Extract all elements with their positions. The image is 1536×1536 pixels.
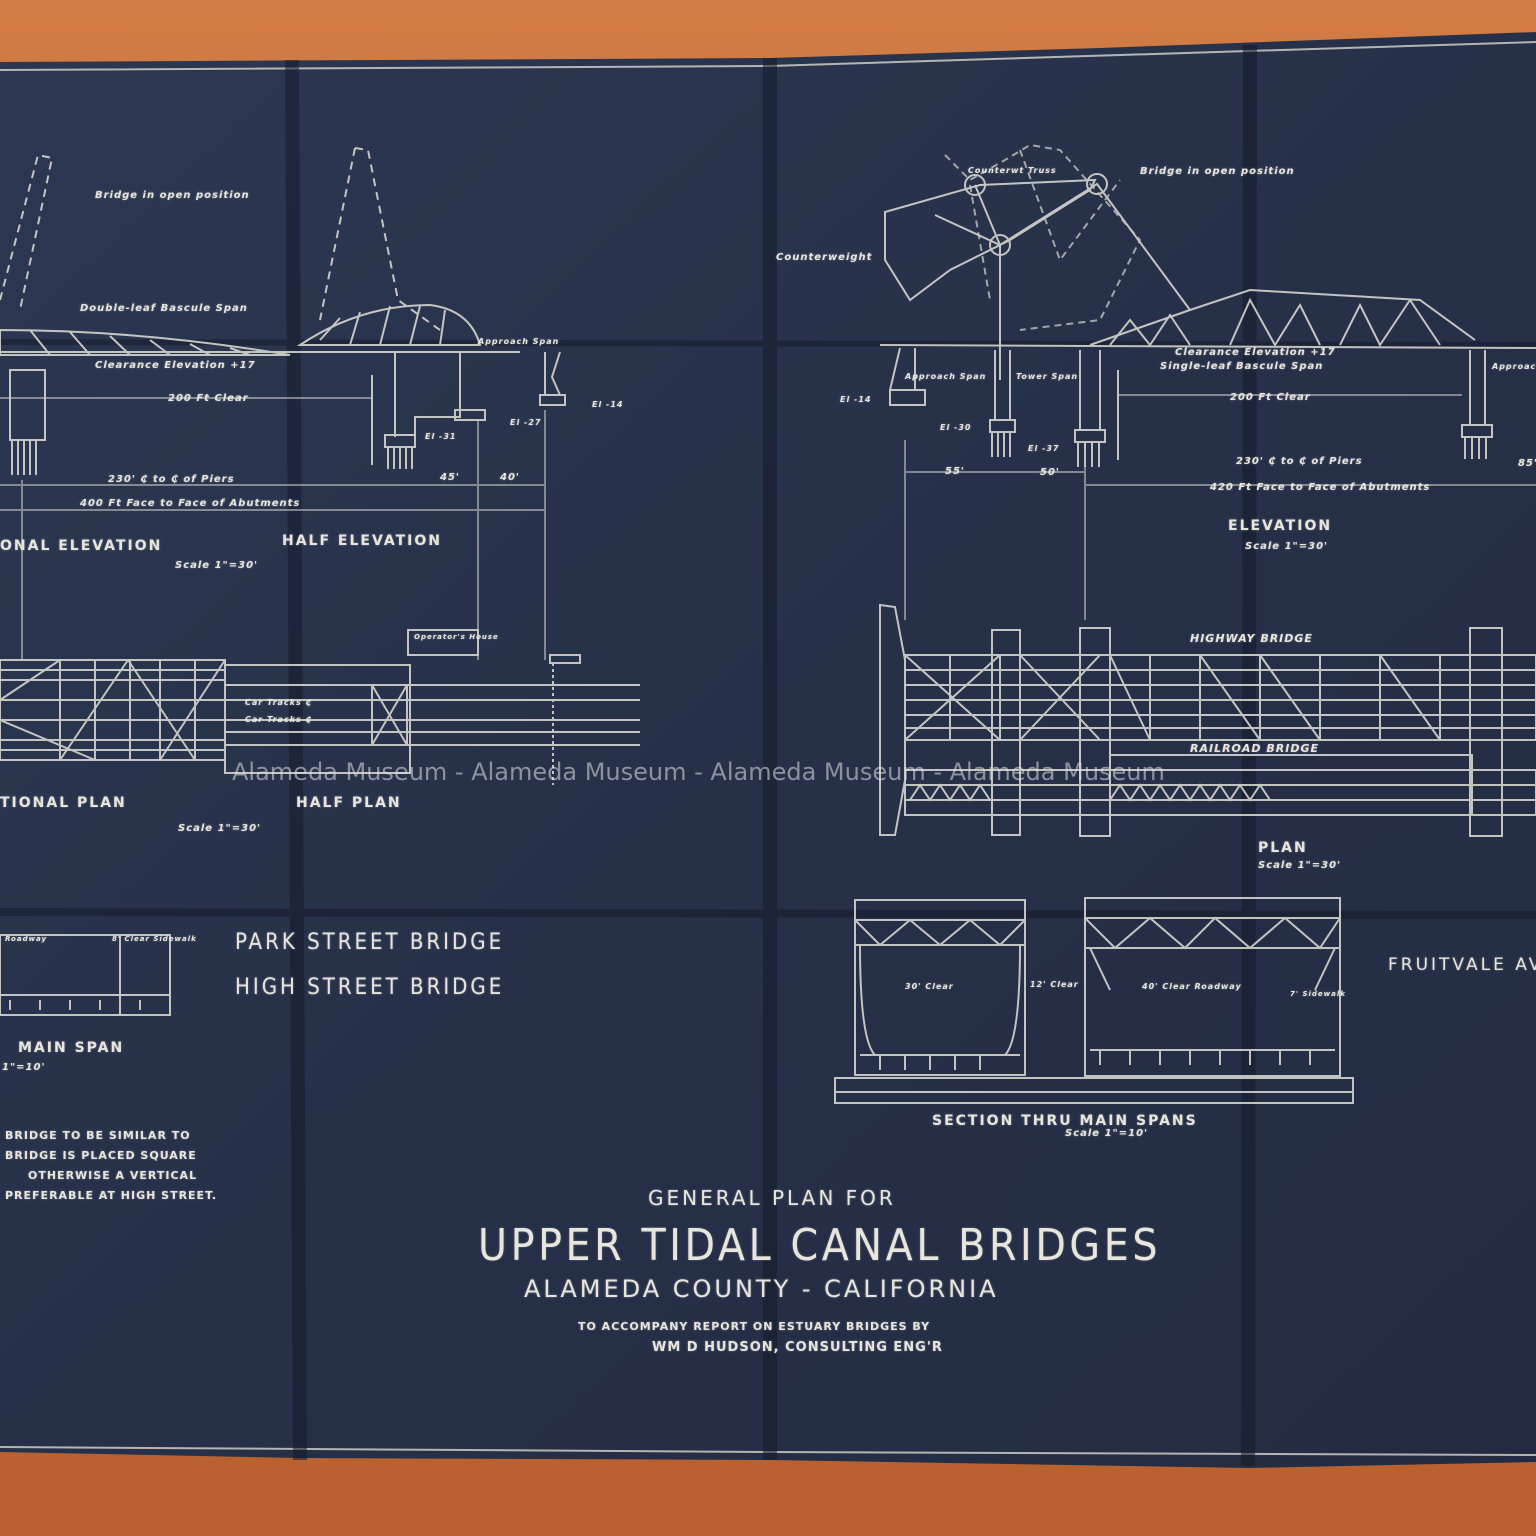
left-clearance-label: Clearance Elevation +17 [95, 360, 256, 371]
left-el-14: El -14 [592, 400, 624, 409]
right-dimension-lines [904, 394, 1536, 620]
right-counterweight-truss [884, 173, 1191, 380]
right-approach-label: Approach Span [905, 372, 987, 381]
right-dim-50: 50' [1040, 467, 1060, 478]
main-span-scale: 1"=10' [2, 1062, 46, 1073]
title-author: WM D HUDSON, CONSULTING ENG'R [652, 1340, 943, 1355]
operators-house-label: Operator's House [414, 633, 499, 641]
left-el-27: El -27 [510, 418, 542, 427]
high-street-bridge-label: HIGH STREET BRIDGE [235, 975, 505, 1000]
right-plan-truss [879, 603, 1536, 837]
left-elevation-scale: Scale 1"=30' [175, 560, 259, 571]
right-el-37: El -37 [1028, 444, 1060, 453]
left-open-position-label: Bridge in open position [95, 190, 250, 201]
right-bascule-truss [879, 288, 1536, 349]
right-open-leaf [944, 143, 1142, 331]
left-dim-45: 45' [440, 472, 460, 483]
right-faces-label: 420 Ft Face to Face of Abutments [1210, 482, 1431, 493]
half-elevation-title: HALF ELEVATION [282, 533, 442, 549]
left-dim-40: 40' [500, 472, 520, 483]
right-dim-55: 55' [945, 466, 965, 477]
counterweight-truss-label: Counterwt Truss [968, 166, 1057, 175]
section-30-clear: 30' Clear [905, 982, 954, 991]
main-span-title: MAIN SPAN [18, 1040, 125, 1056]
note-line-4: PREFERABLE AT HIGH STREET. [5, 1189, 218, 1202]
highway-bridge-label: HIGHWAY BRIDGE [1190, 632, 1313, 645]
section-scale: Scale 1"=10' [1065, 1128, 1149, 1139]
plan-title: PLAN [1258, 840, 1308, 856]
left-el-31: El -31 [425, 432, 457, 441]
left-plan-title: TIONAL PLAN [0, 795, 127, 811]
right-span-label: Single-leaf Bascule Span [1160, 361, 1324, 372]
left-faces-label: 400 Ft Face to Face of Abutments [80, 498, 301, 509]
left-piers-label: 230' ₵ to ₵ of Piers [108, 474, 235, 485]
left-plan-truss [0, 629, 640, 785]
right-piers-label: 230' ₵ to ₵ of Piers [1236, 456, 1363, 467]
right-clear-label: 200 Ft Clear [1230, 392, 1311, 403]
left-section [0, 934, 171, 1016]
right-clearance-label: Clearance Elevation +17 [1175, 347, 1336, 358]
left-roadway-label: Roadway [5, 935, 48, 943]
left-piers [9, 351, 566, 475]
title-accompany: TO ACCOMPANY REPORT ON ESTUARY BRIDGES B… [578, 1320, 931, 1333]
half-plan-title: HALF PLAN [296, 795, 402, 811]
right-approach-label-2: Approach [1492, 362, 1536, 371]
left-plan-scale: Scale 1"=30' [178, 823, 262, 834]
section-title: SECTION THRU MAIN SPANS [932, 1113, 1198, 1129]
left-open-leaf [0, 147, 441, 331]
note-line-3: OTHERWISE A VERTICAL [28, 1169, 198, 1182]
fruitvale-label: FRUITVALE AV [1388, 955, 1536, 975]
drawing-lines [0, 143, 1536, 1104]
note-line-1: BRIDGE TO BE SIMILAR TO [5, 1129, 191, 1142]
elevation-scale: Scale 1"=30' [1245, 541, 1329, 552]
elevation-title: ELEVATION [1228, 518, 1333, 534]
right-el-30: El -30 [940, 423, 972, 432]
left-sidewalk-label: 8' Clear Sidewalk [112, 935, 197, 943]
railroad-bridge-label: RAILROAD BRIDGE [1190, 742, 1320, 755]
tower-span-label: Tower Span [1016, 372, 1079, 381]
counterweight-label: Counterweight [776, 252, 873, 263]
left-truss [0, 303, 520, 356]
right-dim-85: 85' [1518, 458, 1536, 469]
title-main: UPPER TIDAL CANAL BRIDGES [478, 1220, 1162, 1271]
section-40-clear: 40' Clear Roadway [1142, 982, 1242, 991]
plan-scale: Scale 1"=30' [1258, 860, 1342, 871]
left-clear-label: 200 Ft Clear [168, 393, 249, 404]
car-tracks-label-1: Car Tracks ₵ [245, 698, 313, 707]
watermark: Alameda Museum - Alameda Museum - Alamed… [232, 758, 1165, 786]
section-sidewalk: 7' Sidewalk [1290, 990, 1346, 998]
title-location: ALAMEDA COUNTY - CALIFORNIA [524, 1275, 999, 1303]
park-street-bridge-label: PARK STREET BRIDGE [235, 930, 505, 955]
left-elevation-title: ONAL ELEVATION [0, 538, 163, 554]
right-open-position-label: Bridge in open position [1140, 166, 1295, 177]
left-dimension-lines [0, 397, 546, 660]
title-general-plan: GENERAL PLAN FOR [648, 1186, 896, 1210]
right-section [834, 897, 1354, 1104]
left-span-label: Double-leaf Bascule Span [80, 303, 248, 314]
right-el-14: El -14 [840, 395, 872, 404]
left-approach-label: Approach Span [478, 337, 560, 346]
car-tracks-label-2: Car Tracks ₵ [245, 715, 313, 724]
section-12-clear: 12' Clear [1030, 980, 1079, 989]
note-line-2: BRIDGE IS PLACED SQUARE [5, 1149, 197, 1162]
